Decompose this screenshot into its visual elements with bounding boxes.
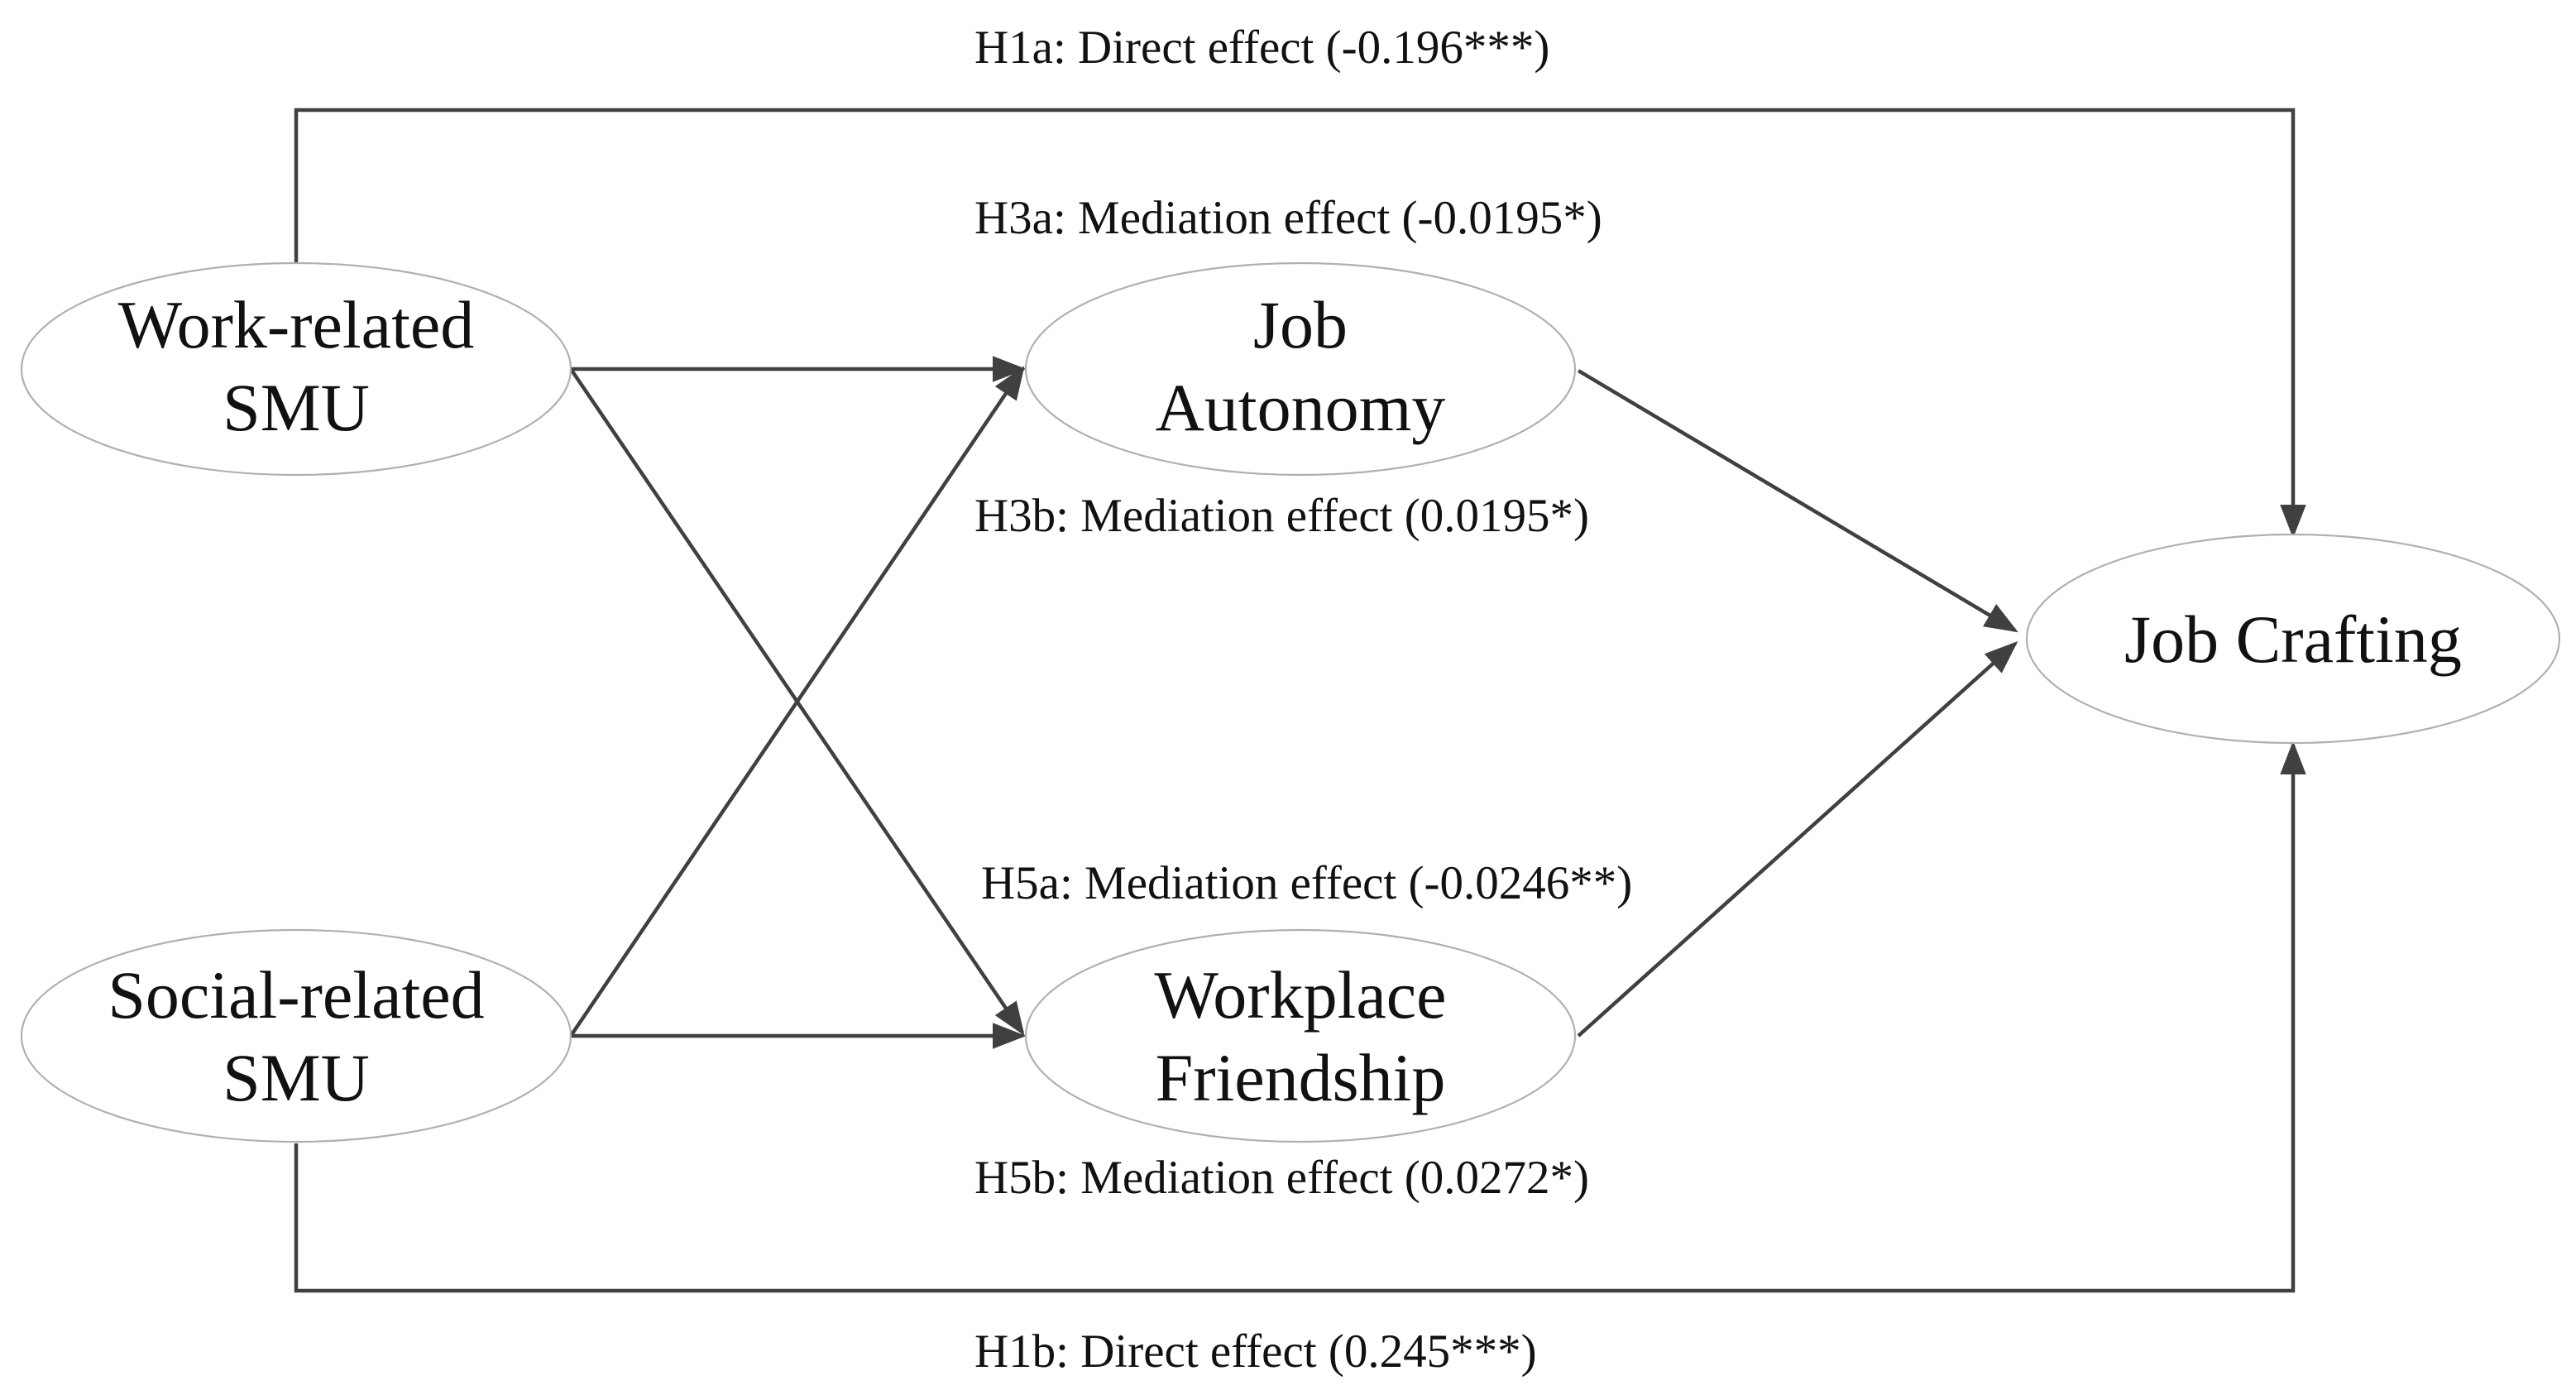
node-job-crafting-label: Job Crafting: [2124, 602, 2462, 677]
node-job-autonomy-line2: Autonomy: [1156, 370, 1446, 445]
node-workplace-friendship: Workplace Friendship: [1024, 928, 1577, 1143]
node-work-related-smu: Work-related SMU: [20, 261, 572, 477]
node-work-related-smu-shape: [20, 261, 572, 477]
edge-workplace-friendship-to-crafting: [1577, 640, 2018, 1038]
label-h1b: H1b: Direct effect (0.245***): [974, 1325, 1537, 1378]
node-job-autonomy-shape: [1024, 261, 1577, 477]
node-social-related-smu-line1: Social-related: [108, 957, 484, 1033]
edges: [294, 108, 2306, 1293]
edge-h1a-direct-work-to-crafting: [294, 108, 2306, 539]
node-job-crafting-shape: [2025, 533, 2561, 745]
edge-job-autonomy-to-crafting: [1577, 369, 2018, 633]
node-social-related-smu: Social-related SMU: [20, 928, 572, 1143]
node-social-related-smu-line2: SMU: [223, 1040, 370, 1115]
label-h3a: H3a: Mediation effect (-0.0195*): [974, 192, 1602, 244]
edge-social-to-job-autonomy: [569, 366, 1025, 1038]
edge-h1b-direct-social-to-crafting: [294, 741, 2306, 1293]
node-job-crafting: Job Crafting: [2025, 533, 2561, 745]
label-h1a: H1a: Direct effect (-0.196***): [974, 22, 1549, 74]
label-h5a: H5a: Mediation effect (-0.0246**): [981, 857, 1632, 909]
node-workplace-friendship-line2: Friendship: [1156, 1040, 1446, 1115]
node-workplace-friendship-line1: Workplace: [1154, 957, 1446, 1033]
node-work-related-smu-line2: SMU: [223, 370, 370, 445]
hypothesis-labels: H1a: Direct effect (-0.196***) H3a: Medi…: [974, 22, 1632, 1378]
node-job-autonomy: Job Autonomy: [1024, 261, 1577, 477]
label-h3b: H3b: Mediation effect (0.0195*): [974, 490, 1589, 542]
node-social-related-smu-shape: [20, 928, 572, 1143]
node-work-related-smu-line1: Work-related: [118, 287, 475, 362]
label-h5b: H5b: Mediation effect (0.0272*): [974, 1152, 1589, 1204]
node-workplace-friendship-shape: [1024, 928, 1577, 1143]
node-job-autonomy-line1: Job: [1253, 287, 1348, 362]
